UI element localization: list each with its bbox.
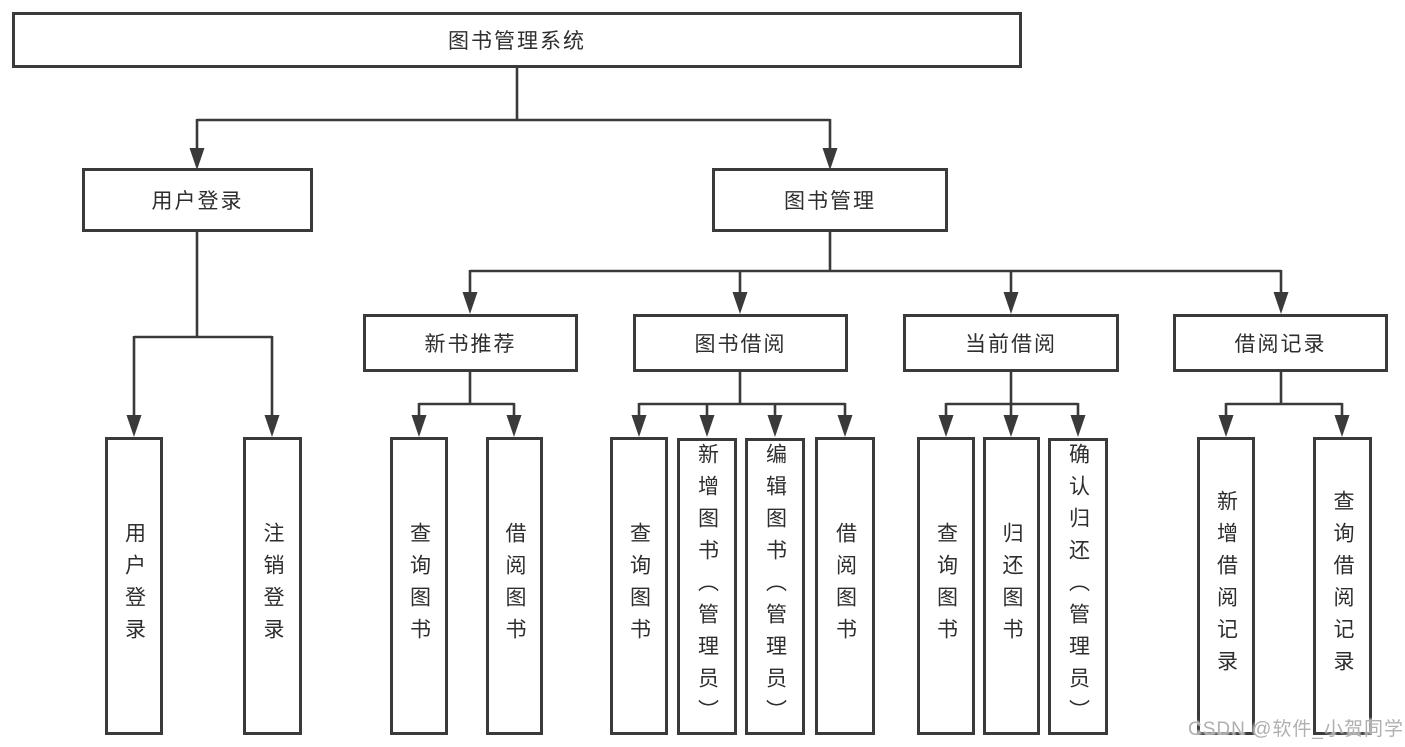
node-add-book-admin: 新增图书（管理员） (677, 438, 737, 735)
node-edit-book-admin: 编辑图书（管理员） (745, 438, 805, 735)
node-query-books-borrowing: 查询图书 (610, 437, 668, 735)
node-borrowing-records: 借阅记录 (1173, 314, 1388, 372)
node-book-borrowing: 图书借阅 (633, 314, 848, 372)
node-query-books-current: 查询图书 (917, 437, 975, 735)
node-user-login-branch: 用户登录 (82, 168, 313, 232)
node-library-system: 图书管理系统 (12, 12, 1022, 68)
node-new-book-recommend: 新书推荐 (363, 314, 578, 372)
node-query-borrow-record: 查询借阅记录 (1313, 437, 1372, 735)
node-confirm-return-admin: 确认归还（管理员） (1048, 438, 1108, 735)
node-borrow-books-recommend: 借阅图书 (486, 437, 543, 735)
node-add-borrow-record: 新增借阅记录 (1197, 437, 1255, 735)
node-user-login-leaf: 用户登录 (105, 437, 163, 735)
node-borrow-books-borrowing: 借阅图书 (815, 437, 875, 735)
csdn-watermark: CSDN @软件_小贺同学 (1188, 719, 1404, 740)
node-book-management: 图书管理 (712, 168, 948, 232)
node-current-borrowing: 当前借阅 (903, 314, 1119, 372)
node-logout: 注销登录 (243, 437, 302, 735)
node-return-book: 归还图书 (983, 437, 1040, 735)
node-query-books-recommend: 查询图书 (390, 437, 448, 735)
